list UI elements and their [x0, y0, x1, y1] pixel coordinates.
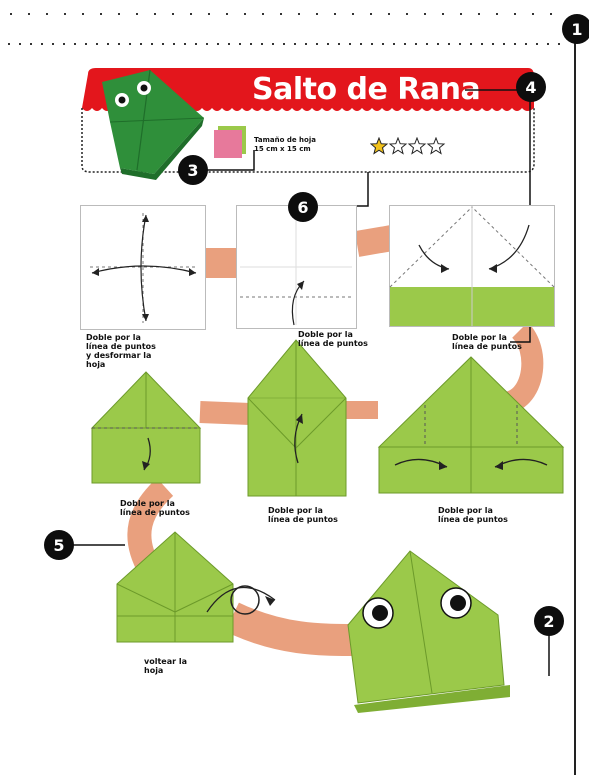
step-5-diagram: [247, 339, 347, 497]
step-6-caption: Doble por la línea de puntos: [120, 499, 190, 517]
star-icon: [388, 137, 408, 155]
step-2-diagram: [236, 205, 357, 329]
step-7-caption: voltear la hoja: [144, 657, 187, 675]
step-6-diagram: [90, 371, 202, 484]
sheet-swatch: [214, 126, 246, 158]
step-3-caption: Doble por la línea de puntos: [452, 333, 522, 351]
frog-cover-image: [102, 69, 205, 180]
step-2-caption: Doble por la línea de puntos: [298, 330, 368, 348]
callout-badge-3: 3: [178, 155, 208, 185]
step-3-diagram: [389, 205, 555, 327]
difficulty-stars: [370, 137, 446, 155]
sheet-size-label: Tamaño de hoja 15 cm x 15 cm: [254, 136, 316, 154]
step-5-caption: Doble por la línea de puntos: [268, 506, 338, 524]
callout-badge-5: 5: [44, 530, 74, 560]
star-icon: [426, 137, 446, 155]
step-4-diagram: [377, 356, 565, 494]
step-1-caption: Doble por la línea de puntos y desformar…: [86, 333, 156, 369]
step-1-diagram: [80, 205, 206, 330]
star-icon: [407, 137, 427, 155]
sheet-size-value: 15 cm x 15 cm: [254, 145, 311, 153]
star-icon-filled: [370, 137, 389, 155]
callout-badge-4: 4: [516, 72, 546, 102]
callout-badge-6: 6: [288, 192, 318, 222]
sheet-size-title: Tamaño de hoja: [254, 136, 316, 144]
step-7-diagram: [116, 531, 276, 643]
step-4-caption: Doble por la línea de puntos: [438, 506, 508, 524]
callout-badge-2: 2: [534, 606, 564, 636]
dotted-rulers: [8, 13, 560, 45]
page-title: Salto de Rana: [252, 72, 481, 107]
finished-frog: [347, 550, 510, 713]
right-margin-line: [574, 40, 576, 775]
callout-badge-1: 1: [562, 14, 589, 44]
